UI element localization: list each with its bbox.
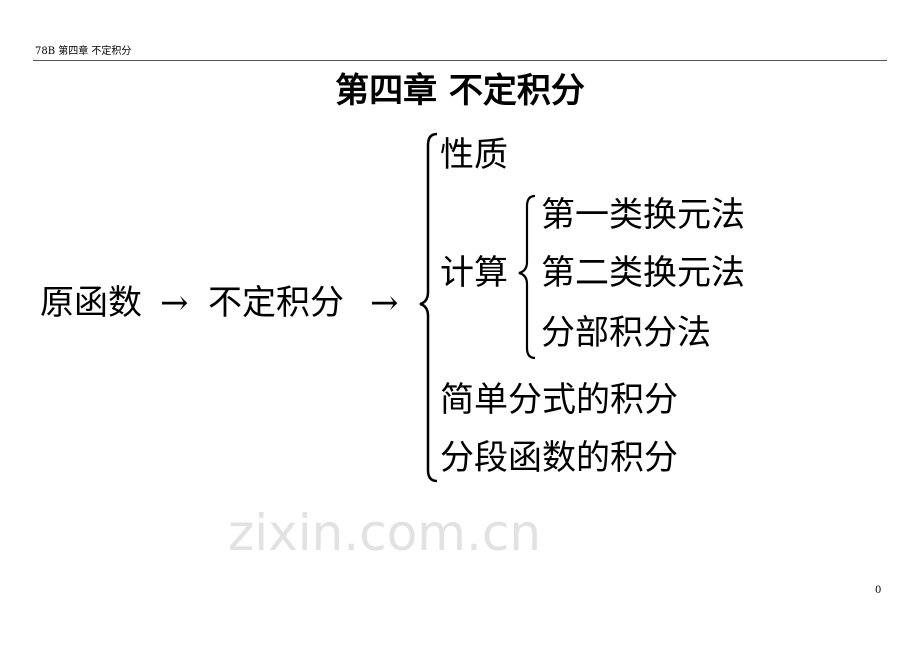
- arrow-icon: →: [160, 283, 189, 323]
- small-brace-icon: [518, 194, 536, 360]
- branch-computation: 计算: [440, 253, 508, 293]
- chain-item-antiderivative: 原函数: [40, 283, 142, 323]
- branch-properties: 性质: [440, 135, 508, 175]
- method-item: 分部积分法: [541, 313, 711, 353]
- page-title: 第四章 不定积分: [335, 71, 585, 111]
- large-brace-icon: [419, 132, 438, 483]
- method-item: 第一类换元法: [541, 195, 745, 235]
- running-header: 78B 第四章 不定积分: [35, 46, 132, 57]
- watermark: zixin.com.cn: [228, 504, 542, 562]
- chain-item-indefinite-integral: 不定积分: [208, 283, 344, 323]
- method-item: 第二类换元法: [541, 253, 745, 293]
- branch-piecewise: 分段函数的积分: [440, 438, 678, 478]
- arrow-icon: →: [370, 283, 399, 323]
- branch-simple-fractions: 简单分式的积分: [440, 380, 678, 420]
- header-divider: [33, 60, 887, 61]
- page-number: 0: [875, 585, 882, 596]
